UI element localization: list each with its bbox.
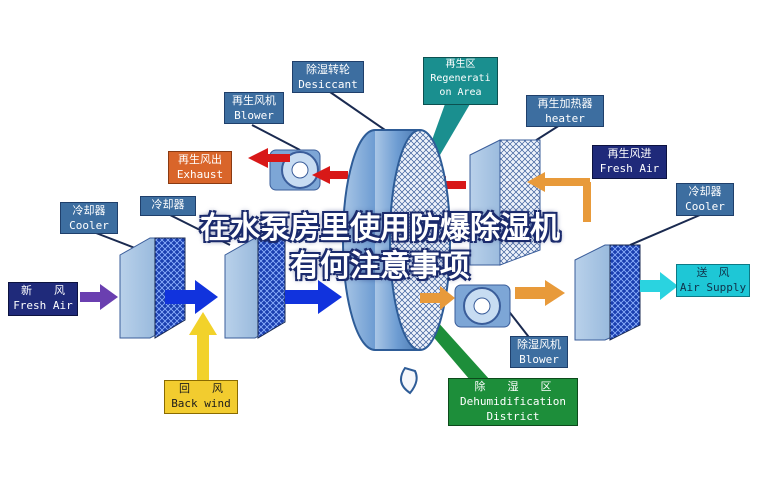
dehum-district-label-en2: District: [486, 410, 540, 423]
back-wind-label-en: Back wind: [171, 397, 231, 410]
dehum-district-label: 除 湿 区 Dehumidification District: [448, 378, 578, 426]
back-wind-label: 回 风 Back wind: [164, 380, 238, 414]
regen-heater-label-cn: 再生加热器: [537, 97, 593, 110]
regen-blower-label-cn: 再生风机: [232, 94, 276, 107]
cooler-right-label-cn: 冷却器: [688, 185, 722, 198]
cooler-right-label-en: Cooler: [685, 200, 725, 213]
air-supply-label-en: Air Supply: [679, 281, 747, 294]
cooler-mid-unit: [224, 237, 286, 339]
dehum-district-label-en1: Dehumidification: [460, 395, 566, 408]
fresh-air-label-en: Fresh Air: [13, 299, 73, 312]
regen-air-flow: [527, 172, 591, 222]
fresh-air-arrow: [80, 284, 118, 310]
regen-fresh-air-label: 再生风进 Fresh Air: [592, 145, 667, 179]
dehum-blower-label-en: Blower: [519, 353, 559, 366]
air-supply-label: 送 风 Air Supply: [676, 264, 750, 297]
dehum-district-label-cn: 除 湿 区: [474, 380, 552, 393]
exhaust-label-cn: 再生风出: [178, 153, 222, 166]
regen-blower-label-en: Blower: [234, 109, 274, 122]
cooler-left-unit: [119, 237, 186, 339]
dry-air-arrows: [420, 280, 565, 310]
air-supply-arrow: [640, 272, 678, 300]
back-wind-label-cn: 回 风: [179, 382, 223, 395]
dehum-blower-label-cn: 除湿风机: [517, 338, 561, 351]
regen-blower-unit: [269, 149, 321, 191]
regeneration-area-label-en2: on Area: [439, 87, 482, 98]
regeneration-area-label-en1: Regenerati: [430, 73, 491, 84]
fresh-air-label: 新 风 Fresh Air: [8, 282, 78, 316]
dehum-blower-label: 除湿风机 Blower: [510, 336, 568, 368]
regeneration-area-label-cn: 再生区: [445, 59, 476, 70]
regen-heater-label-en: heater: [545, 112, 585, 125]
cooler-left-label-en: Cooler: [69, 219, 109, 232]
cooler-mid-label-cn: 冷却器: [151, 198, 185, 211]
cooler-left-label: 冷却器 Cooler: [60, 202, 118, 234]
process-air-arrows: [165, 280, 342, 314]
fresh-air-label-cn: 新 风: [21, 284, 65, 297]
cooler-right-unit: [574, 244, 641, 341]
desiccant-wheel: [342, 129, 451, 395]
exhaust-label: 再生风出 Exhaust: [168, 151, 232, 184]
overlay-title-line2: 有何注意事项: [290, 249, 470, 284]
back-wind-arrow: [189, 312, 217, 380]
exhaust-label-en: Exhaust: [176, 168, 224, 181]
cooler-left-label-cn: 冷却器: [72, 204, 106, 217]
cooler-right-label: 冷却器 Cooler: [676, 183, 734, 216]
dehum-blower-unit: [454, 284, 511, 328]
regeneration-area-label: 再生区 Regenerati on Area: [423, 57, 498, 105]
cooler-mid-label: 冷却器: [140, 196, 196, 216]
regen-heater-unit: [469, 139, 541, 266]
regen-fresh-air-label-cn: 再生风进: [607, 147, 652, 160]
overlay-title: 在水泵房里使用防爆除湿机 有何注意事项: [60, 210, 700, 286]
desiccant-label-cn: 除湿转轮: [306, 63, 350, 76]
air-supply-label-cn: 送 风: [696, 266, 730, 279]
regen-fresh-air-label-en: Fresh Air: [599, 162, 660, 175]
regen-blower-label: 再生风机 Blower: [224, 92, 284, 124]
overlay-title-line1: 在水泵房里使用防爆除湿机: [200, 211, 560, 246]
desiccant-label-en: Desiccant: [298, 78, 358, 91]
regen-heater-label: 再生加热器 heater: [526, 95, 604, 127]
desiccant-label: 除湿转轮 Desiccant: [292, 61, 364, 93]
